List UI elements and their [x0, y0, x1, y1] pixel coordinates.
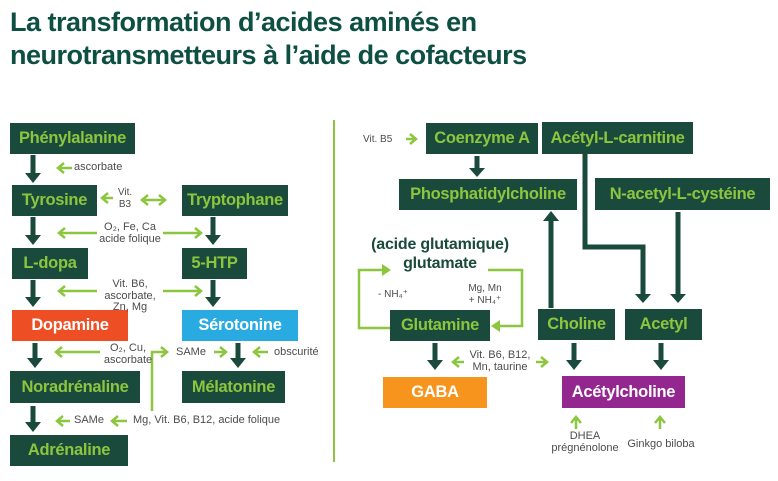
node-melatonine: Mélatonine	[182, 371, 285, 403]
node-tryptophane: Tryptophane	[182, 185, 288, 216]
node-acetylcholine: Acétylcholine	[562, 376, 685, 408]
arrow-same-adrenaline-left-icon	[55, 415, 70, 427]
node-glutamate: (acide glutamique) glutamate	[371, 236, 509, 272]
arrow-nacetylcysteine-to-acetyl	[670, 212, 686, 303]
node-acetyl-l-carnitine: Acétyl-L-carnitine	[542, 122, 693, 154]
node-5-htp: 5-HTP	[182, 248, 247, 279]
arrow-dopamine-to-noradrenaline	[27, 343, 43, 368]
cofactor-minus-nh4: - NH₄⁺	[378, 289, 408, 300]
cofactor-ginkgo-biloba: Ginkgo biloba	[627, 438, 695, 450]
arrow-choline-to-acetylcholine	[566, 343, 582, 370]
arrow-phenylalanine-to-tyrosine	[25, 155, 41, 183]
arrow-same-feed-line	[150, 346, 169, 411]
cofactor-obscurite: obscurité	[274, 346, 319, 358]
node-tyrosine: Tyrosine	[12, 185, 97, 216]
arrow-vitb3-left-icon	[100, 192, 113, 204]
arrow-coenzymea-to-phosphatidylcholine	[469, 156, 485, 177]
arrow-mgvit-left-icon	[110, 415, 127, 427]
node-gaba: GABA	[383, 377, 487, 408]
node-noradrenaline: Noradrénaline	[10, 371, 140, 403]
arrow-ascorbate-left-icon	[56, 162, 72, 174]
arrow-acetylcarnitine-to-acetyl	[582, 154, 651, 303]
node-coenzyme-a: Coenzyme A	[426, 123, 538, 154]
page-title: La transformation d’acides aminés en neu…	[10, 7, 527, 70]
arrow-acetyl-to-acetylcholine	[653, 343, 669, 370]
cofactor-o2-cu-ascorbate: O₂, Cu, ascorbate	[103, 342, 153, 366]
cofactor-o2-fe-ca-acide-folique: O₂, Fe, Ca acide folique	[99, 221, 161, 245]
arrow-o2feca-right-icon	[163, 227, 203, 239]
arrow-serotonine-to-melatonine	[230, 343, 246, 368]
node-phosphatidylcholine: Phosphatidylcholine	[399, 179, 577, 210]
node-n-acetyl-l-cysteine: N-acetyl-L-cystéine	[595, 178, 770, 210]
arrow-tryptophane-to-5htp	[205, 217, 221, 245]
arrow-tyrosine-to-ldopa	[25, 217, 41, 245]
cofactor-vit-b6-ascorbate-zn-mg: Vit. B6, ascorbate, Zn, Mg	[104, 278, 156, 313]
node-dopamine: Dopamine	[12, 310, 128, 341]
arrow-same-to-melatonine-icon	[214, 346, 228, 358]
cofactor-same-melatonine: SAMe	[176, 346, 206, 358]
node-glutamine: Glutamine	[390, 310, 490, 341]
arrow-ldopa-to-dopamine	[25, 280, 41, 307]
node-phenylalanine: Phénylalanine	[10, 123, 135, 154]
cofactor-mg-mn-plus-nh4: Mg, Mn + NH₄⁺	[468, 283, 502, 306]
arrow-vitb6group-right-icon	[163, 285, 203, 297]
arrow-o2feca-left-icon	[57, 227, 97, 239]
arrow-ginkgo-up-icon	[654, 415, 666, 429]
arrow-vitb6b12-left-icon	[451, 356, 464, 368]
arrow-o2cu-left-icon	[54, 346, 100, 358]
arrow-obscurite-left-icon	[252, 346, 268, 358]
cofactor-dhea-pregnenolone: DHEA prégnénolone	[551, 430, 619, 454]
cofactor-mg-vit-b6-b12-acide-folique: Mg, Vit. B6, B12, acide folique	[133, 414, 281, 426]
cofactor-ascorbate: ascorbate	[74, 161, 123, 173]
node-choline: Choline	[538, 309, 615, 340]
arrow-vitb5-right-icon	[406, 133, 418, 145]
arrow-glutamine-to-gaba	[427, 343, 443, 370]
arrow-vitb6group-left-icon	[57, 285, 97, 297]
arrow-tyrosine-tryptophane-double-icon	[140, 194, 167, 206]
node-l-dopa: L-dopa	[12, 248, 88, 279]
cofactor-same-adrenaline: SAMe	[74, 414, 104, 426]
cofactor-vit-b6-b12-mn-taurine: Vit. B6, B12, Mn, taurine	[469, 349, 531, 373]
arrow-5htp-to-serotonine	[205, 280, 221, 307]
cofactor-vit-b3: Vit. B3	[117, 187, 133, 210]
cofactor-vit-b5: Vit. B5	[363, 134, 393, 145]
node-acetyl: Acetyl	[625, 309, 702, 340]
arrow-choline-to-phosphatidylcholine	[543, 211, 559, 308]
arrow-dhea-up-icon	[570, 415, 582, 429]
arrow-noradrenaline-to-adrenaline	[25, 406, 41, 432]
node-adrenaline: Adrénaline	[10, 435, 128, 466]
arrow-vitb6b12-right-icon	[536, 356, 549, 368]
node-serotonine: Sérotonine	[182, 310, 298, 341]
